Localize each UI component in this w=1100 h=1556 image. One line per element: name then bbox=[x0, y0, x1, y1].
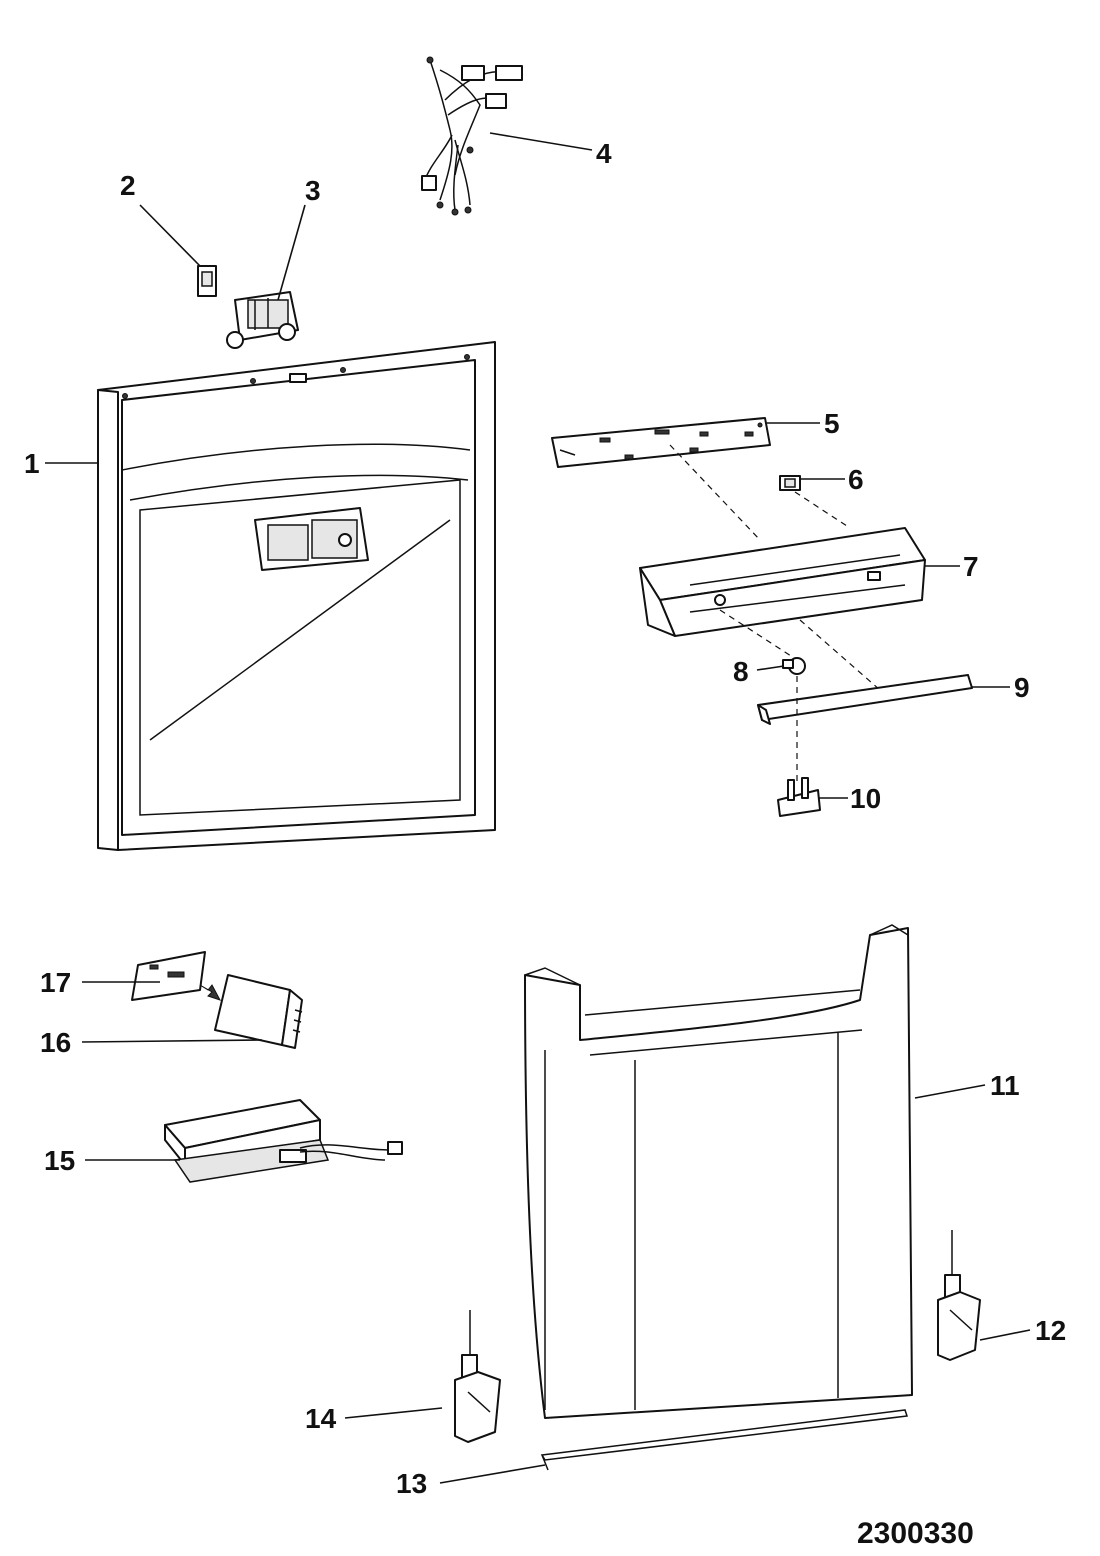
leader-8 bbox=[756, 665, 785, 671]
leader-12 bbox=[979, 1329, 1031, 1341]
dashed-guide-7-9 bbox=[799, 619, 881, 691]
part-4-wiring-harness[interactable] bbox=[421, 56, 523, 216]
part-9-handle-strip[interactable] bbox=[757, 674, 973, 725]
part-10-bracket[interactable] bbox=[777, 777, 821, 817]
callout-2: 2 bbox=[120, 170, 136, 201]
callout-12: 12 bbox=[1035, 1315, 1066, 1346]
callout-16: 16 bbox=[40, 1027, 71, 1058]
arrow-icon bbox=[199, 984, 222, 1001]
leader-13 bbox=[439, 1464, 546, 1484]
leader-lines bbox=[45, 132, 1031, 1484]
callout-15: 15 bbox=[44, 1145, 75, 1176]
dashed-guide-7-8 bbox=[719, 609, 806, 666]
callout-14: 14 bbox=[305, 1403, 337, 1434]
dashed-guide-6-7 bbox=[794, 491, 851, 529]
leader-2 bbox=[139, 204, 201, 267]
callout-4: 4 bbox=[596, 138, 612, 169]
part-13-rod[interactable] bbox=[540, 1409, 909, 1471]
callout-9: 9 bbox=[1014, 672, 1030, 703]
part-2-switch[interactable] bbox=[197, 265, 217, 297]
dashed-guide-5-7 bbox=[669, 444, 761, 541]
callout-13: 13 bbox=[396, 1468, 427, 1499]
reference-number: 2300330 bbox=[857, 1517, 974, 1550]
part-8-button-knob[interactable] bbox=[782, 657, 806, 675]
part-5-control-board[interactable] bbox=[551, 417, 771, 468]
part-14-left-hinge[interactable] bbox=[454, 1310, 501, 1443]
callout-7: 7 bbox=[963, 551, 979, 582]
leader-14 bbox=[344, 1407, 443, 1419]
part-7-control-housing[interactable] bbox=[639, 527, 926, 637]
part-6-clip[interactable] bbox=[779, 475, 801, 491]
leader-4 bbox=[489, 132, 593, 151]
callout-3: 3 bbox=[305, 175, 321, 206]
part-3-door-lock[interactable] bbox=[226, 291, 299, 349]
callout-11: 11 bbox=[990, 1070, 1020, 1101]
callout-8: 8 bbox=[733, 656, 749, 687]
callout-5: 5 bbox=[824, 408, 840, 439]
part-1-inner-door[interactable] bbox=[97, 341, 496, 851]
part-17-label[interactable] bbox=[131, 951, 206, 1001]
callout-17: 17 bbox=[40, 967, 71, 998]
callout-10: 10 bbox=[850, 783, 881, 814]
leader-16 bbox=[81, 1039, 263, 1043]
callout-1: 1 bbox=[24, 448, 40, 479]
part-12-right-hinge[interactable] bbox=[937, 1230, 981, 1361]
part-15-electronic-board[interactable] bbox=[164, 1099, 403, 1183]
leader-3 bbox=[277, 204, 306, 301]
callout-6: 6 bbox=[848, 464, 864, 495]
leader-11 bbox=[914, 1084, 986, 1099]
part-11-outer-door[interactable] bbox=[524, 924, 913, 1419]
callout-labels: 1 2 3 4 5 6 7 8 9 10 11 12 13 14 15 16 1… bbox=[24, 138, 1066, 1499]
part-16-module[interactable] bbox=[214, 974, 303, 1049]
